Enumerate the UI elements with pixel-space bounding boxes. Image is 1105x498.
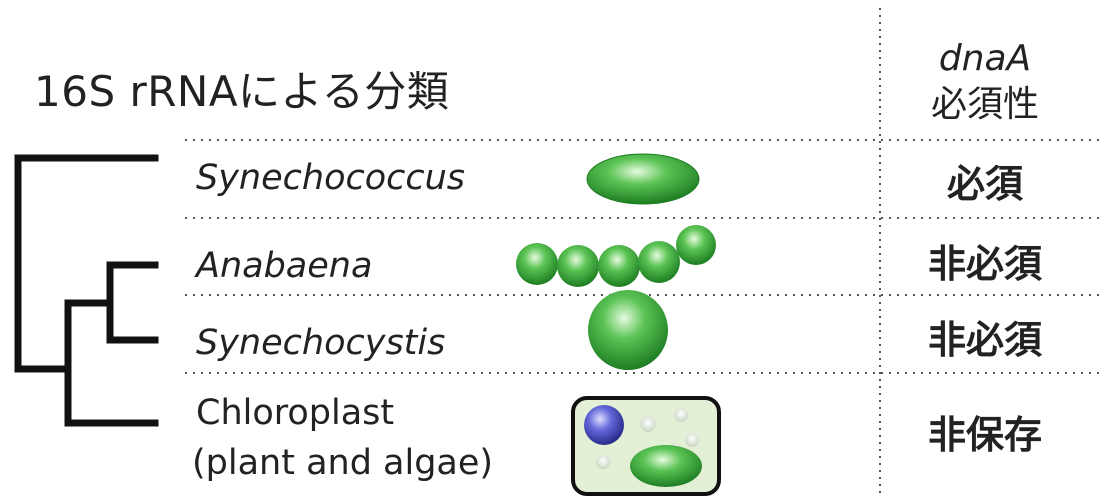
synechocystis-cell-icon bbox=[588, 290, 668, 370]
organism-synechococcus: Synechococcus bbox=[196, 158, 465, 198]
plant-cell-icon bbox=[573, 398, 719, 494]
essentiality-anabaena: 非必須 bbox=[890, 242, 1080, 286]
essentiality-synechocystis: 非必須 bbox=[890, 318, 1080, 362]
diagram-title: 16S rRNAによる分類 bbox=[34, 58, 449, 119]
vesicle bbox=[640, 416, 656, 432]
column-header-label: 必須性 bbox=[890, 84, 1080, 126]
anabaena-cell bbox=[638, 241, 680, 283]
vesicle bbox=[674, 408, 688, 422]
organism-chloroplast-note: (plant and algae) bbox=[192, 443, 493, 483]
nucleus-icon bbox=[584, 405, 624, 445]
anabaena-cell bbox=[676, 225, 716, 265]
column-header-gene: dnaA bbox=[890, 38, 1080, 80]
synechococcus-cell-icon bbox=[587, 154, 699, 204]
anabaena-cell bbox=[557, 245, 599, 287]
essentiality-chloroplast: 非保存 bbox=[890, 413, 1080, 457]
vesicle bbox=[685, 433, 699, 447]
organism-anabaena: Anabaena bbox=[196, 246, 372, 286]
organism-synechocystis: Synechocystis bbox=[196, 323, 445, 363]
anabaena-cell bbox=[516, 243, 558, 285]
anabaena-cell bbox=[598, 245, 640, 287]
organism-chloroplast: Chloroplast bbox=[196, 393, 394, 433]
anabaena-filament-icon bbox=[516, 225, 716, 287]
vesicle bbox=[596, 455, 610, 469]
chloroplast-icon bbox=[630, 445, 702, 487]
essentiality-synechococcus: 必須 bbox=[890, 162, 1080, 206]
phylogenetic-tree bbox=[18, 158, 155, 423]
